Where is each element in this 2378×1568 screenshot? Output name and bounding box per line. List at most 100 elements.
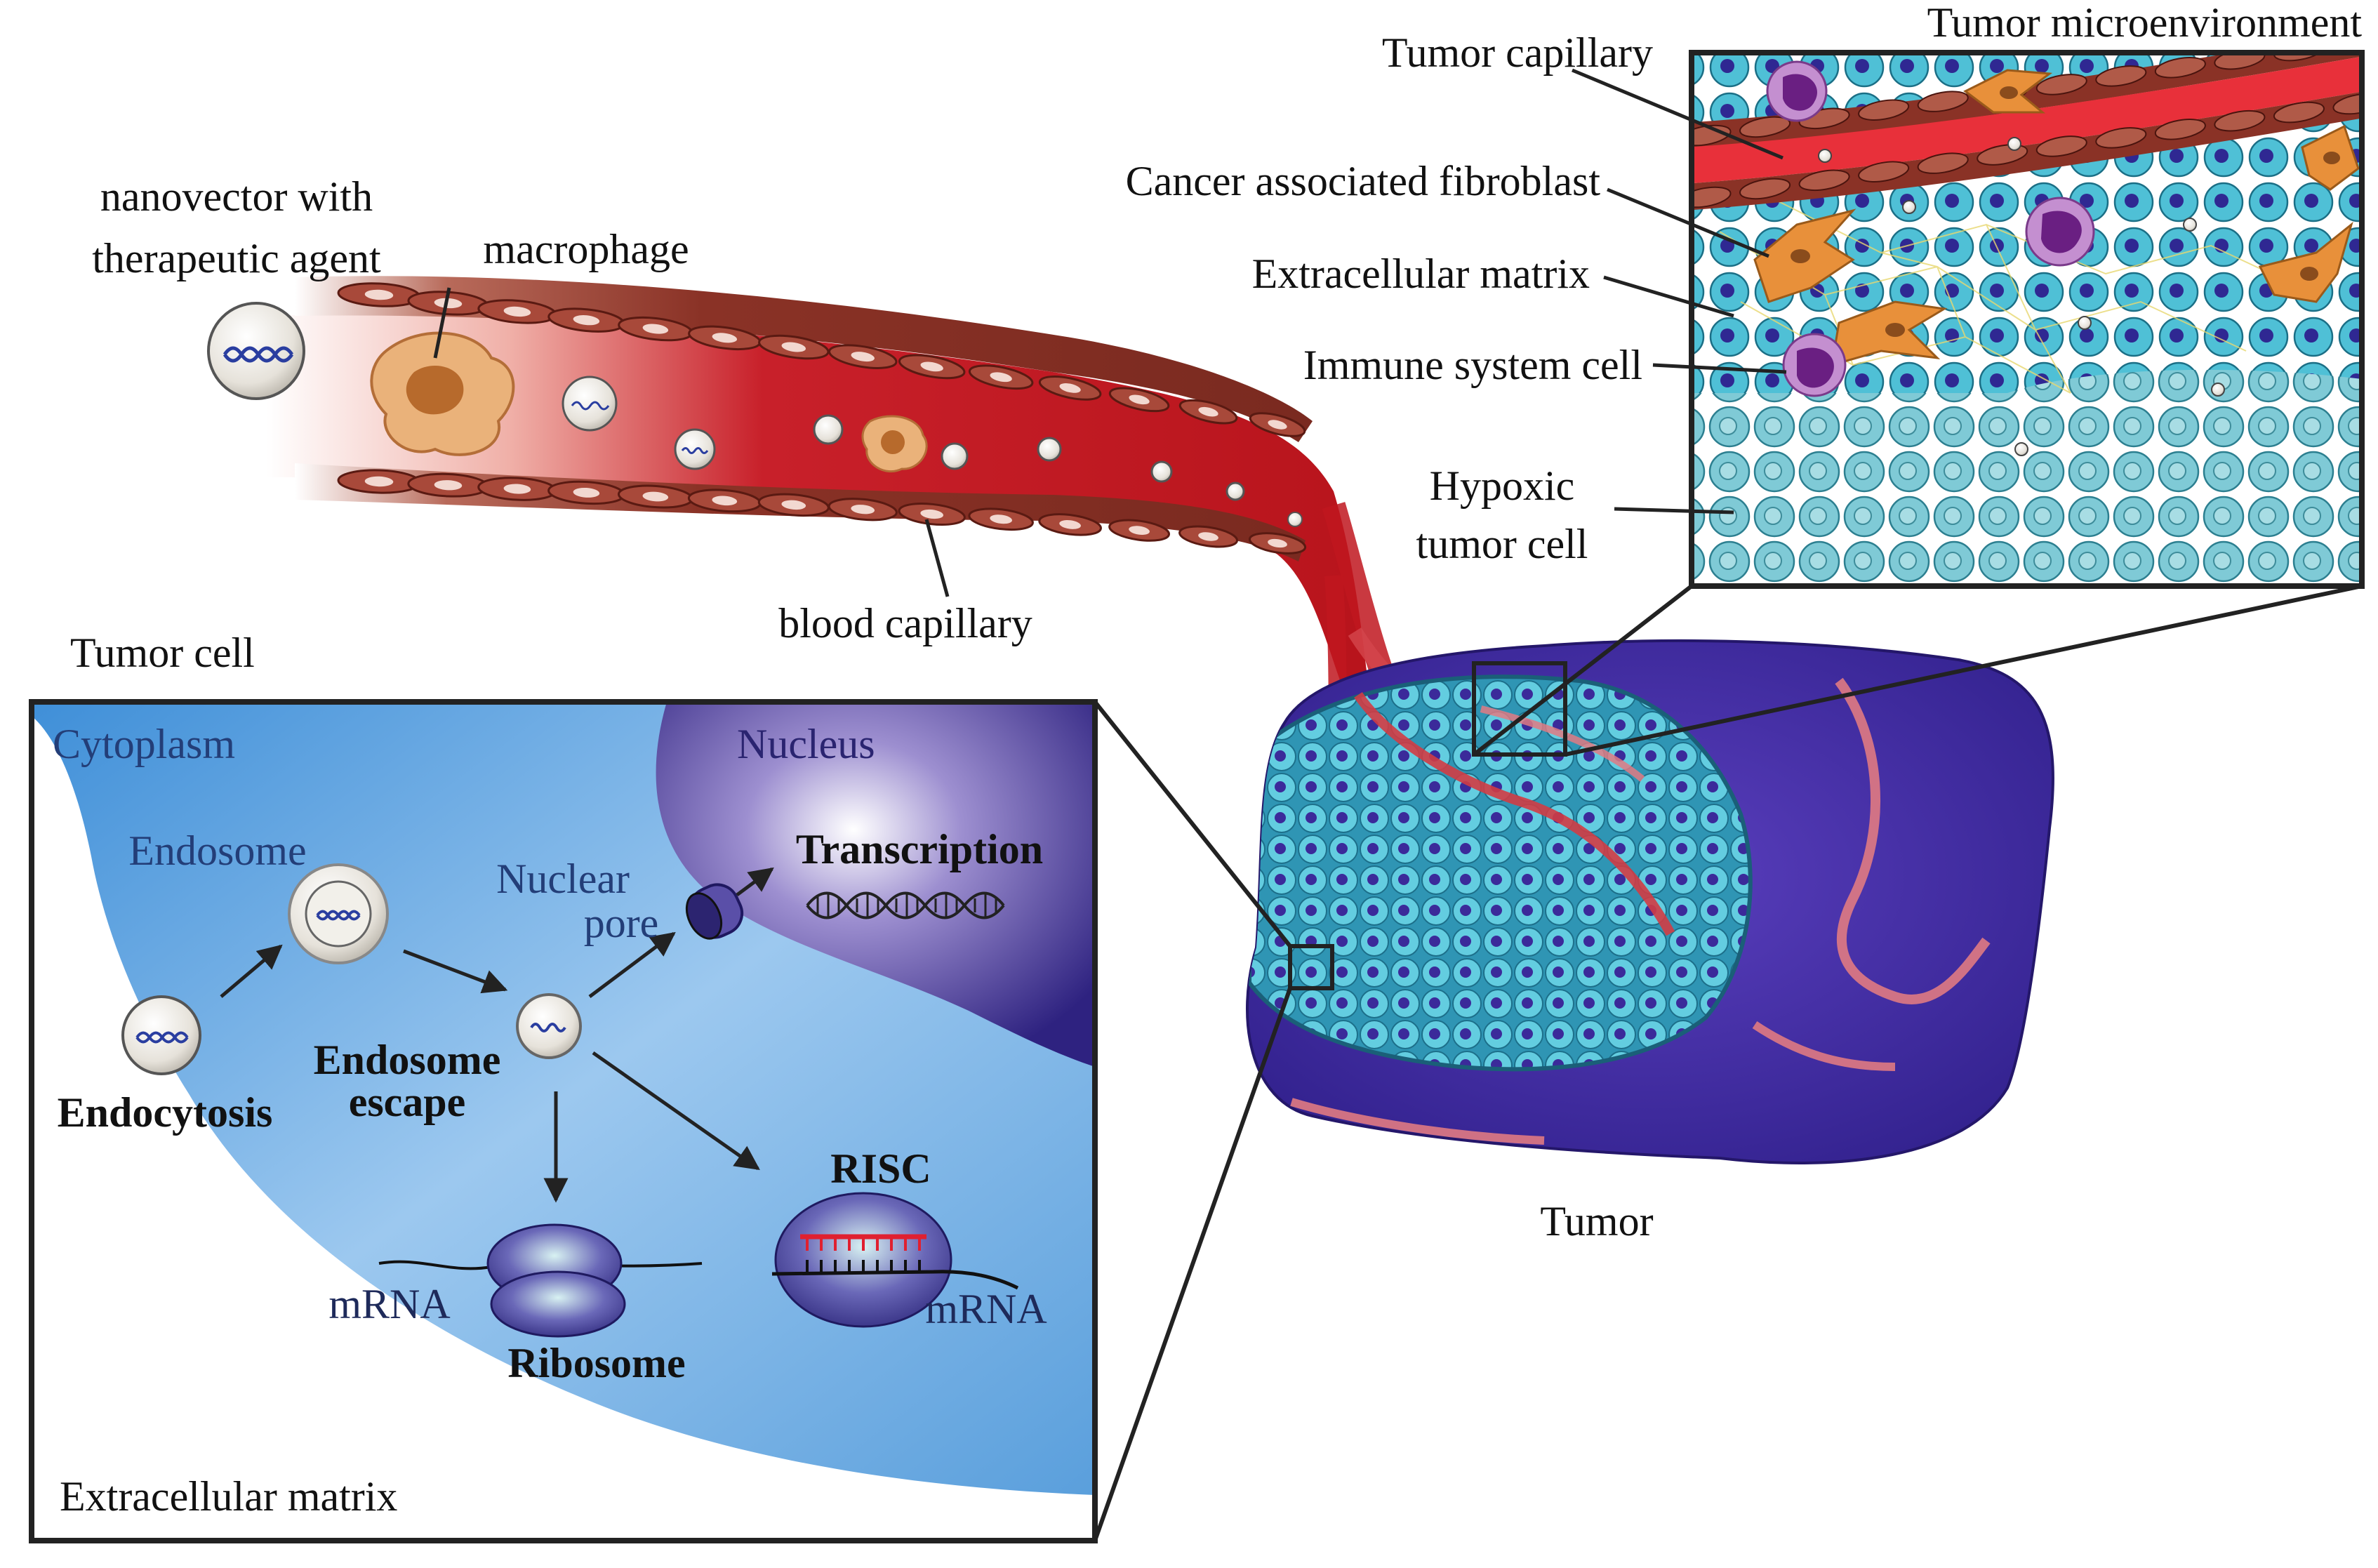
capillary-lumen (267, 314, 1369, 703)
nanovector (2183, 218, 2197, 232)
tme-endothelial-cell (1858, 99, 1910, 121)
nanovector (2007, 137, 2021, 151)
endothelial-cell-nucleus (503, 306, 531, 317)
tme-endothelial-cell (2154, 119, 2206, 140)
endothelial-cell-nucleus (781, 342, 806, 352)
transcription-label: Transcription (796, 826, 1043, 872)
tumor-cell-panel (29, 699, 1098, 1543)
tumor (1246, 639, 2054, 1164)
endothelial-cell-nucleus (1268, 538, 1287, 548)
endothelial-cell-nucleus (712, 333, 738, 343)
nucleus (656, 702, 1095, 1067)
ribosome-label: Ribosome (507, 1340, 685, 1386)
immune-system-cell (2025, 197, 2095, 267)
tme-endothelial-cell (1739, 116, 1791, 138)
tumor-cell-zoom-line (1093, 700, 1292, 948)
endothelial-cell-nucleus (642, 491, 669, 502)
tumor-cut-surface (1247, 675, 1753, 1072)
tumor-cell-zoom-line (1093, 988, 1292, 1541)
tme-capillary-lumen (1692, 56, 2362, 184)
tumor-label: Tumor (1540, 1198, 1653, 1244)
cancer-associated-fibroblast (1963, 69, 2053, 114)
macrophage-small-nucleus (881, 430, 905, 454)
tumor-microenvironment-label: Tumor microenvironment (1927, 0, 2363, 46)
nanovector (1818, 149, 1832, 163)
nucleus-label: Nucleus (737, 721, 875, 767)
nanovector (1037, 437, 1062, 462)
endosome-escape-label-line1: Endosome (314, 1037, 501, 1083)
risc-complex (771, 1192, 1019, 1328)
tme-endothelial-cell (1739, 178, 1791, 200)
hypoxic-label-line2: tumor cell (1416, 521, 1588, 567)
cancer-associated-fibroblast (2301, 124, 2360, 191)
endothelial-cell-nucleus (1059, 519, 1081, 529)
tme-zoom-box (1472, 661, 1567, 757)
endosome (288, 863, 389, 964)
endothelial-cell-nucleus (920, 361, 943, 372)
nanovector-label-line1: nanovector with (100, 173, 373, 220)
arrow-to-risc (592, 1051, 760, 1171)
arrow-to-nucleus (588, 931, 676, 998)
endothelial-cell-nucleus (1268, 420, 1287, 430)
nuclear-pore (685, 883, 744, 940)
endothelial-cell-nucleus (1059, 383, 1081, 393)
cancer-associated-fibroblast (1753, 208, 1856, 303)
endothelial-cell-nucleus (781, 500, 806, 510)
endothelial-cells (337, 282, 1307, 554)
extracellular-matrix-label: Extracellular matrix (1252, 251, 1590, 297)
nuclear-pore-label-line1: Nuclear (496, 856, 630, 902)
endothelial-cell-nucleus (1129, 526, 1150, 535)
tme-endothelial-cell (2154, 57, 2206, 79)
tme-endothelial-cell (1858, 161, 1910, 182)
nanovector (1150, 460, 1173, 483)
endothelial-cell-nucleus (434, 480, 463, 491)
cancer-associated-fibroblast-label: Cancer associated fibroblast (1126, 158, 1601, 204)
tme-panel-frame (1689, 50, 2365, 589)
tumor-microenvironment-panel (1689, 50, 2365, 589)
arrow-to-transcription (736, 867, 774, 897)
nanovector-label-line2: therapeutic agent (92, 235, 381, 281)
endothelial-cell-nucleus (573, 487, 600, 498)
risc-label: RISC (830, 1145, 931, 1192)
tumor-vessel-entry (1354, 692, 1675, 936)
endothelial-cell-nucleus (434, 298, 463, 309)
leader-lines (433, 68, 1787, 597)
tme-endothelial-cell (2095, 127, 2147, 149)
tme-endothelial-cell (2273, 101, 2325, 124)
endothelial-cell-nucleus (364, 476, 394, 487)
tme-endothelial-cell (2214, 109, 2266, 132)
macrophage-label: macrophage (483, 226, 689, 272)
tumor-cell-panel-frame (29, 699, 1098, 1543)
blood-capillary-label: blood capillary (778, 600, 1032, 646)
nanovector (813, 414, 844, 445)
tumor-cell-label: Tumor cell (70, 630, 255, 676)
nanovector (1225, 481, 1245, 501)
endothelial-cell-nucleus (712, 496, 738, 506)
tumor-cell-zoom-box (1288, 944, 1334, 990)
mrna-ribosome-label: mRNA (328, 1281, 450, 1327)
nuclear-pore-label-line2: pore (584, 900, 659, 946)
cytoplasm-label: Cytoplasm (53, 721, 235, 767)
endothelial-cell-nucleus (851, 352, 875, 362)
endothelial-cell-nucleus (573, 315, 600, 326)
endothelial-cell-nucleus (990, 514, 1012, 524)
tumor-blood-vessel (1835, 677, 1991, 1004)
endocytosis-label: Endocytosis (58, 1089, 273, 1136)
nanovector (2014, 442, 2028, 456)
tme-endothelial-cell (1798, 169, 1850, 192)
hypoxic-label-line1: Hypoxic (1430, 463, 1575, 509)
endosome-label: Endosome (128, 828, 306, 874)
endosome-escape-label-line2: escape (349, 1079, 466, 1125)
endothelial-cell-nucleus (1198, 406, 1218, 417)
endothelial-cell-nucleus (990, 372, 1012, 383)
arrow-endocytosis (220, 944, 283, 998)
immune-system-cell (1782, 333, 1847, 397)
tme-endothelial-cell (2035, 135, 2087, 157)
dna-helix (806, 891, 1005, 919)
endothelial-cell-nucleus (364, 289, 394, 300)
tme-endothelial-cell (1917, 152, 1969, 174)
nanovector (2211, 383, 2225, 397)
tme-endothelial-cells (1692, 53, 2362, 208)
endothelial-cell-nucleus (851, 505, 875, 514)
immune-system-cell-label: Immune system cell (1303, 342, 1642, 388)
